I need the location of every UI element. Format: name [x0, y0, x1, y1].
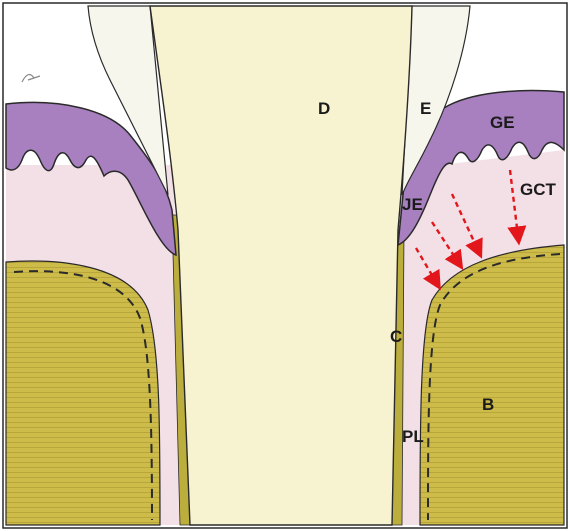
- dentin: [150, 6, 412, 525]
- label-dentin: D: [318, 99, 330, 118]
- label-junctional-epithelium: JE: [402, 195, 423, 214]
- label-gingival-connective-tissue: GCT: [520, 180, 557, 199]
- label-periodontal-ligament: PL: [402, 427, 424, 446]
- label-cementum: C: [390, 327, 402, 346]
- label-bone: B: [482, 395, 494, 414]
- alveolar-bone-left: [6, 261, 160, 525]
- alveolar-bone-right: [420, 245, 564, 525]
- label-gingival-epithelium: GE: [490, 113, 515, 132]
- label-enamel: E: [420, 99, 431, 118]
